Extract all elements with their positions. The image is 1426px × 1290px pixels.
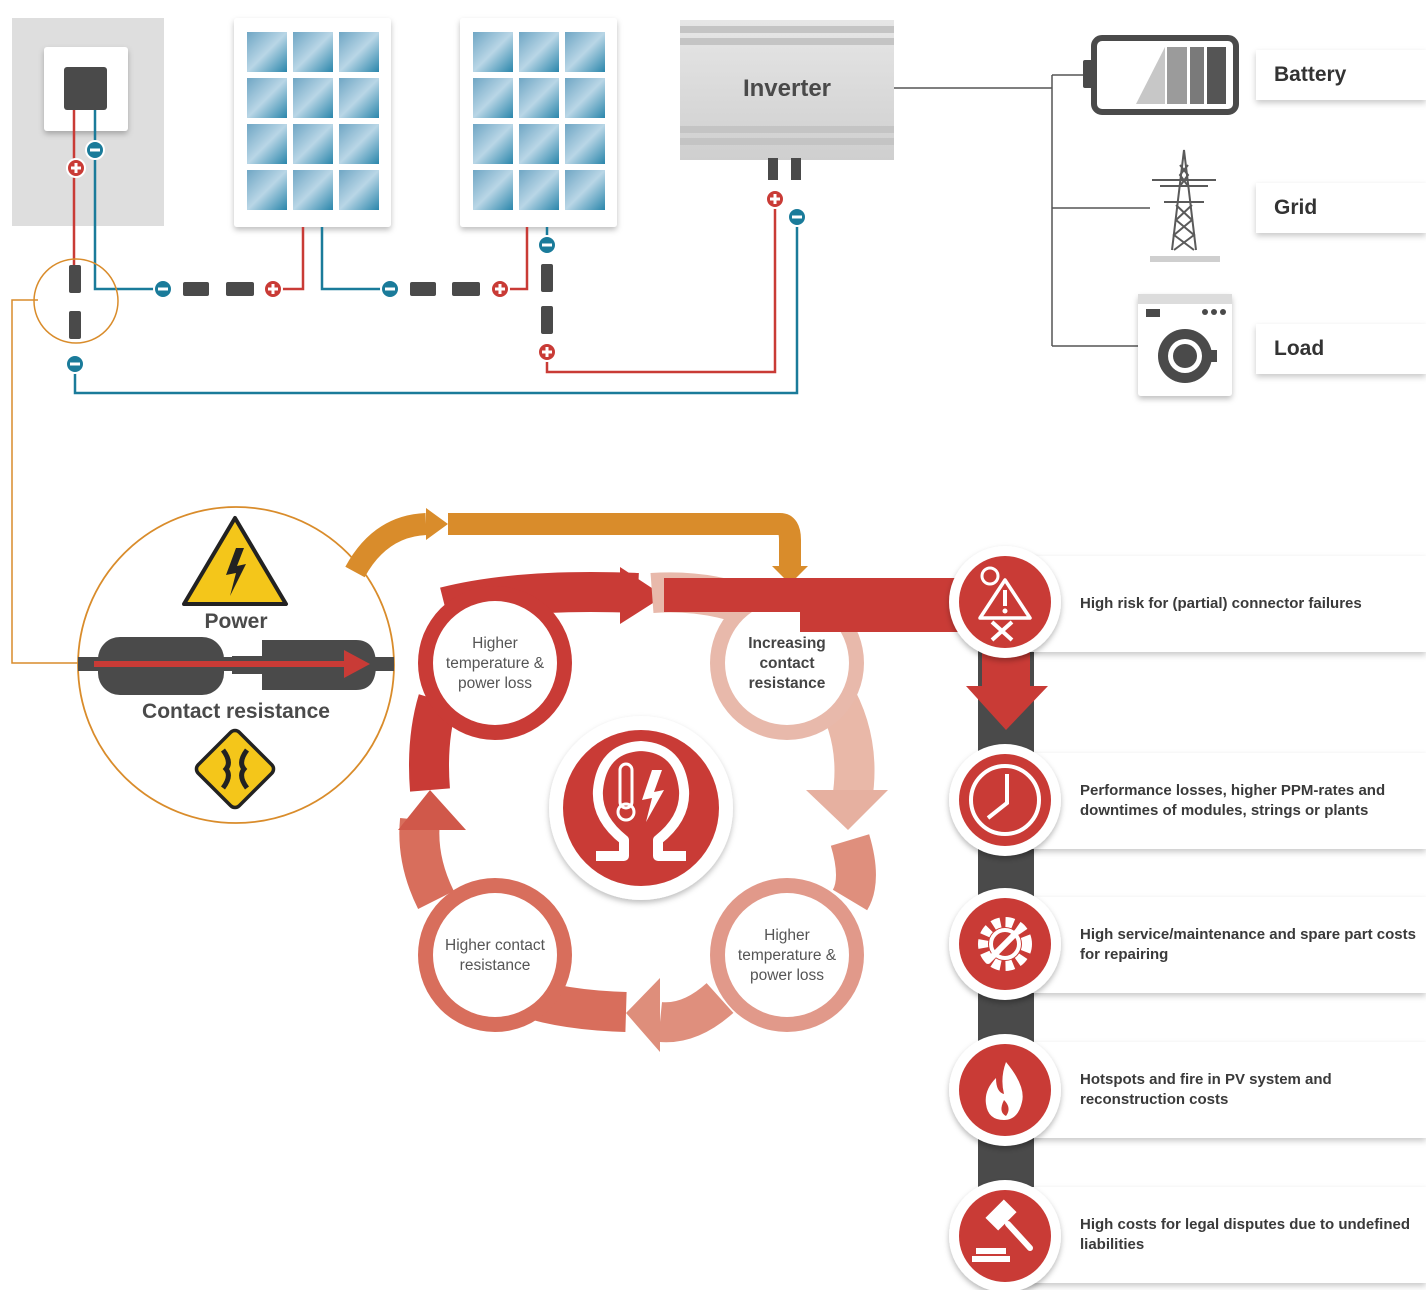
solar-cell (339, 78, 379, 118)
minus-terminal-icon (787, 207, 807, 227)
plus-terminal-icon (537, 342, 557, 362)
solar-cell (247, 124, 287, 164)
plus-terminal-icon (765, 189, 785, 209)
solar-cell (519, 78, 559, 118)
connector-detail-circle: Power Contact resistance (77, 506, 395, 824)
cycle-node-top-right-label: Increasing contact resistance (748, 635, 826, 692)
solar-cell (339, 32, 379, 72)
string-connectors (69, 264, 553, 339)
gavel-icon (949, 1180, 1061, 1290)
solar-cell (473, 124, 513, 164)
polarity-badges (65, 140, 807, 374)
consequence-card-5: High costs for legal disputes due to und… (1010, 1187, 1426, 1283)
consequence-card-3: High service/maintenance and spare part … (1010, 897, 1426, 993)
solar-cell (339, 170, 379, 210)
minus-terminal-icon (153, 279, 173, 299)
solar-cell (519, 170, 559, 210)
solar-cell (247, 170, 287, 210)
cycle-node-bottom-right (710, 878, 864, 1032)
consequence-card-4: Hotspots and fire in PV system and recon… (1010, 1042, 1426, 1138)
solar-cell (565, 78, 605, 118)
fire-icon (949, 1034, 1061, 1146)
plus-terminal-icon (490, 279, 510, 299)
solar-cell (473, 78, 513, 118)
consequence-card-2: Performance losses, higher PPM-rates and… (1010, 753, 1426, 849)
solar-panel-2 (460, 18, 617, 227)
inverter: Inverter (680, 20, 894, 180)
cycle-node-bottom-left-label: Higher contact resistance (445, 937, 545, 974)
solar-cell (473, 32, 513, 72)
power-tower-icon (1150, 149, 1220, 262)
ohm-thermometer-lightning-icon (549, 716, 733, 900)
solar-cell (293, 124, 333, 164)
output-label-grid: Grid (1256, 183, 1426, 233)
cycle-node-bottom-left (418, 878, 572, 1032)
junction-box-panel (12, 18, 164, 226)
solar-cell (519, 32, 559, 72)
narrowing-road-sign-icon (194, 728, 276, 810)
solar-cell (565, 170, 605, 210)
solar-cell (247, 32, 287, 72)
dc-wiring (11, 110, 799, 664)
solar-cell (339, 124, 379, 164)
power-label: Power (204, 610, 267, 633)
minus-terminal-icon (85, 140, 105, 160)
solar-cell (293, 32, 333, 72)
gear-wrench-icon (949, 888, 1061, 1000)
output-label-battery: Battery (1256, 50, 1426, 100)
junction-box-icon (64, 67, 107, 110)
connector-failure-warning-icon (949, 546, 1061, 658)
cycle-node-top-left-label: Higher temperature & power loss (445, 635, 545, 692)
red-connector-bar (664, 578, 960, 632)
down-arrow (966, 686, 1048, 730)
high-voltage-warning-icon (182, 516, 288, 606)
solar-cell (565, 32, 605, 72)
solar-cell (293, 170, 333, 210)
ac-bus (894, 74, 1150, 347)
cycle-node-top-left (418, 586, 572, 740)
minus-terminal-icon (380, 279, 400, 299)
washing-machine-icon (1138, 294, 1232, 396)
clock-icon (949, 744, 1061, 856)
minus-terminal-icon (537, 235, 557, 255)
cycle-node-bottom-right-label: Higher temperature & power loss (737, 927, 837, 984)
orange-flow-arrow (345, 508, 808, 584)
battery-icon (1083, 35, 1239, 115)
plus-terminal-icon (66, 158, 86, 178)
solar-cell (293, 78, 333, 118)
magnifier-circle (33, 258, 119, 344)
output-label-load: Load (1256, 324, 1426, 374)
inverter-label: Inverter (743, 75, 831, 102)
consequence-card-1: High risk for (partial) connector failur… (1010, 556, 1426, 652)
minus-terminal-icon (65, 354, 85, 374)
plus-terminal-icon (263, 279, 283, 299)
solar-panel-1 (234, 18, 391, 227)
solar-cell (473, 170, 513, 210)
solar-cell (247, 78, 287, 118)
contact-resistance-label: Contact resistance (142, 700, 330, 723)
solar-cell (519, 124, 559, 164)
solar-cell (565, 124, 605, 164)
